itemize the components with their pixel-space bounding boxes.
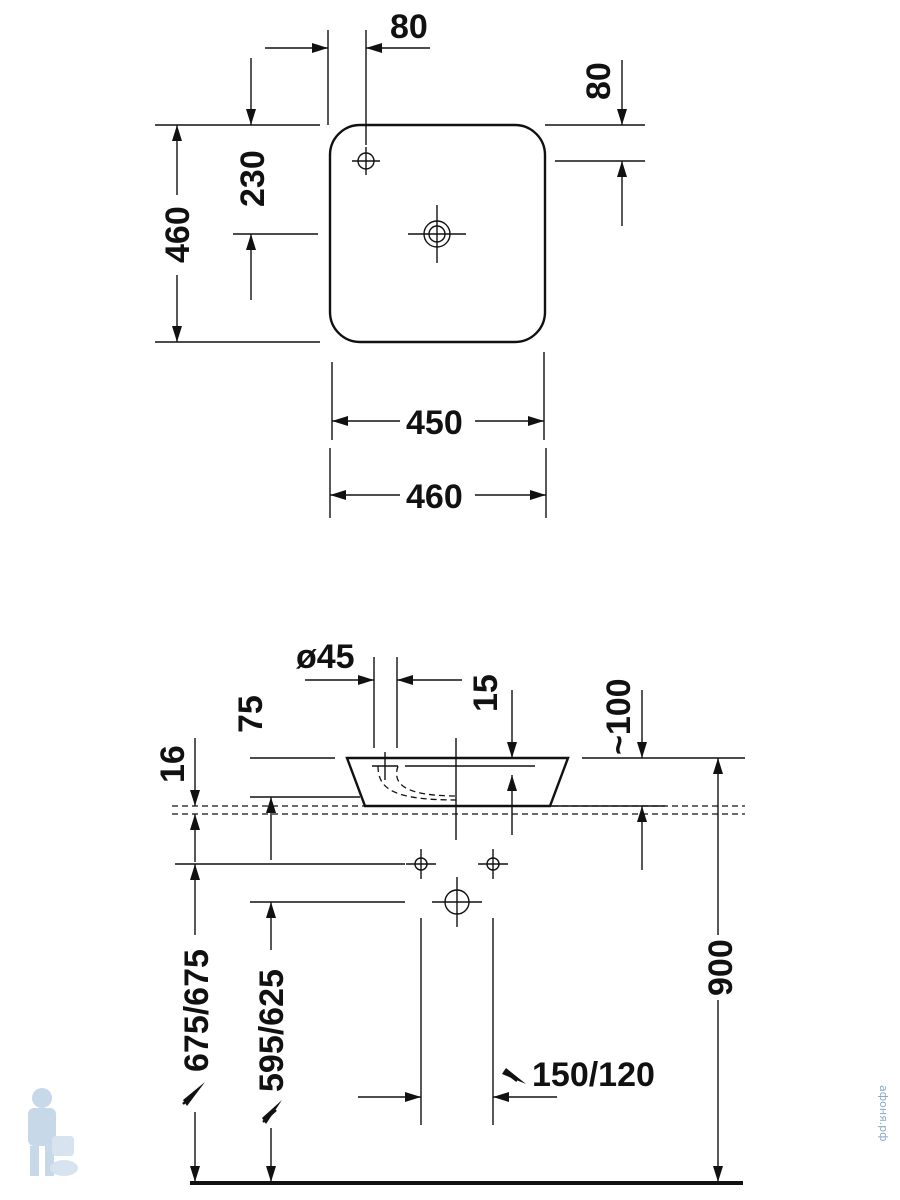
dim-rim-75: 75: [232, 695, 360, 860]
supply-hole-icon: [406, 849, 436, 879]
dim-counter-16-label: 16: [154, 745, 192, 783]
dim-drain-height-label: 595/625: [253, 969, 291, 1092]
basin-profile-side: [345, 756, 570, 808]
dim-supply-spacing-label: 150/120: [532, 1056, 655, 1094]
dim-width-total-label: 460: [406, 478, 463, 516]
drain-icon: [408, 205, 466, 263]
side-view: ø45 75 15 ~100: [154, 638, 745, 1185]
dim-counter-16: 16: [154, 738, 200, 862]
dim-depth-total-label: 460: [159, 206, 197, 263]
supply-hole-icon: [478, 849, 508, 879]
watermark-text: афоня.рф: [877, 1085, 890, 1142]
dim-rim-15: 15: [467, 674, 517, 835]
dim-hole-offset-x: 80: [265, 8, 430, 145]
dim-hole-offset-y-label: 80: [580, 62, 618, 100]
dim-tap-hole-label: ø45: [296, 638, 355, 676]
dim-rim-15-label: 15: [467, 674, 505, 712]
basin-outline-top: [328, 123, 547, 344]
dim-height-100-label: ~100: [600, 678, 638, 755]
dim-height-900: 900: [702, 758, 740, 1182]
dim-supply-spacing: 150/120: [358, 918, 655, 1125]
dim-drain-height: 595/625: [253, 902, 291, 1182]
top-view: 80 80 460 230: [155, 8, 645, 518]
dim-hole-offset-y-right: 80: [545, 60, 645, 226]
watermark-logo: [28, 1088, 78, 1176]
dim-supply-height-label: 675/675: [178, 949, 216, 1072]
dim-height-100: ~100: [582, 678, 745, 870]
dim-tap-hole: ø45: [296, 638, 462, 748]
dim-depth-total: 460: [155, 124, 320, 343]
dim-width-inner-label: 450: [406, 404, 463, 442]
dim-depth-center-label: 230: [234, 150, 272, 207]
dim-height-900-label: 900: [702, 939, 740, 996]
dim-width-inner: 450: [331, 352, 545, 442]
dim-rim-75-label: 75: [232, 695, 270, 733]
dim-depth-center: 230: [233, 58, 318, 300]
dim-supply-height: 675/675: [178, 864, 216, 1182]
drain-outlet-icon: [432, 877, 482, 927]
tap-hole-icon: [352, 147, 380, 175]
dim-width-total: 460: [329, 448, 547, 518]
dim-hole-offset-x-label: 80: [390, 8, 428, 46]
